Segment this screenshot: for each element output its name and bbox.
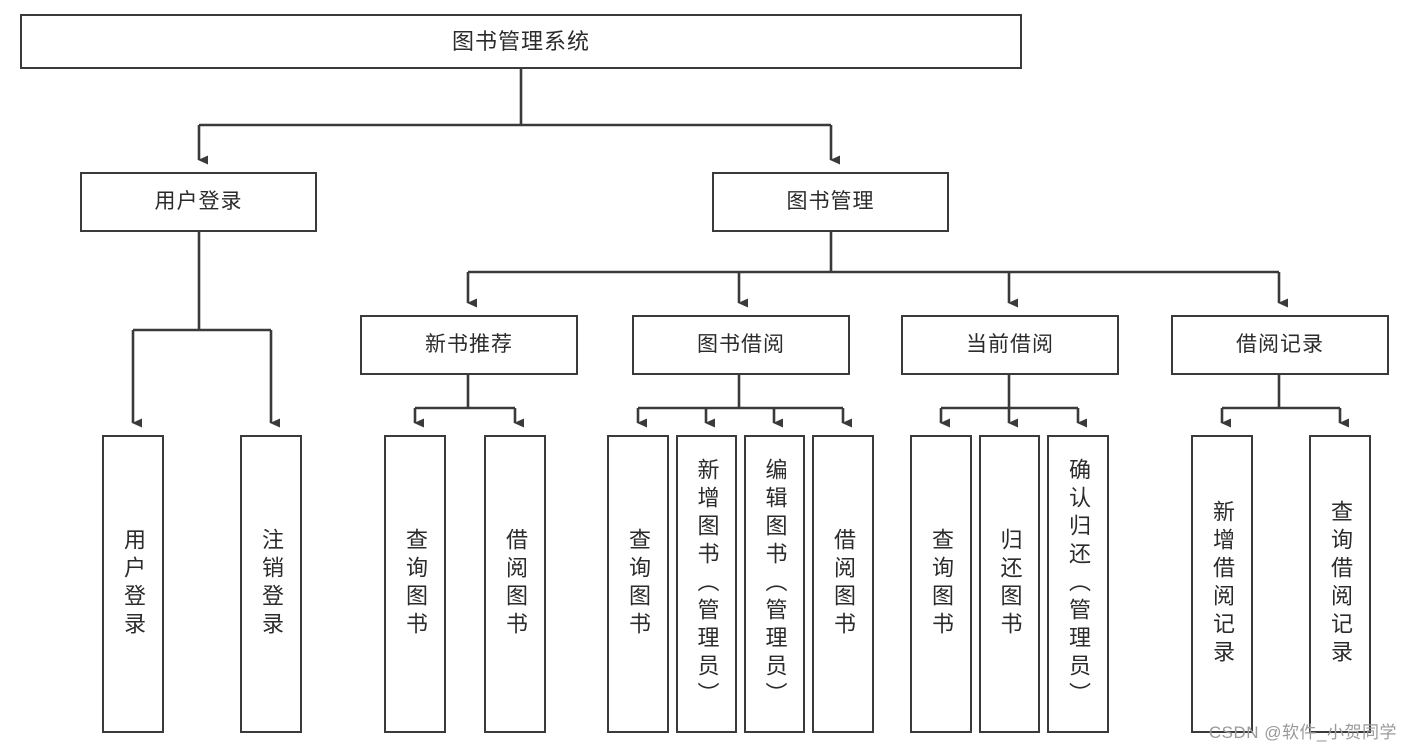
leaf-user-login[interactable]: 用户登录 [102, 435, 164, 733]
leaf-logout[interactable]: 注销登录 [240, 435, 302, 733]
node-root-label: 图书管理系统 [451, 28, 590, 54]
node-borrow-record[interactable]: 借阅记录 [1171, 315, 1389, 375]
leaf-confirm-return-admin[interactable]: 确认归还（管理员） [1047, 435, 1109, 733]
leaf-borrow-book-2[interactable]: 借阅图书 [812, 435, 874, 733]
node-current-borrow-label: 当前借阅 [966, 332, 1054, 356]
leaf-query-book-2-label: 查询图书 [626, 528, 651, 640]
leaf-borrow-book-1[interactable]: 借阅图书 [484, 435, 546, 733]
node-book-borrow[interactable]: 图书借阅 [632, 315, 850, 375]
node-book-management-label: 图书管理 [786, 189, 875, 213]
leaf-borrow-book-1-label: 借阅图书 [503, 528, 528, 640]
leaf-add-book-admin-label: 新增图书（管理员） [694, 458, 720, 710]
leaf-return-book[interactable]: 归还图书 [979, 435, 1040, 733]
csdn-watermark: CSDN @软件_小贺同学 [1208, 723, 1397, 742]
leaf-query-borrow-record-label: 查询借阅记录 [1328, 500, 1353, 668]
node-new-book-recommend-label: 新书推荐 [425, 332, 513, 356]
leaf-query-book-3[interactable]: 查询图书 [910, 435, 972, 733]
node-user-login-label: 用户登录 [154, 189, 243, 213]
node-book-borrow-label: 图书借阅 [697, 332, 785, 356]
leaf-edit-book-admin[interactable]: 编辑图书（管理员） [744, 435, 805, 733]
leaf-query-book-3-label: 查询图书 [929, 528, 954, 640]
leaf-logout-label: 注销登录 [259, 528, 284, 640]
node-book-management[interactable]: 图书管理 [712, 172, 949, 232]
leaf-add-borrow-record[interactable]: 新增借阅记录 [1191, 435, 1253, 733]
leaf-query-book-1[interactable]: 查询图书 [384, 435, 446, 733]
leaf-query-book-1-label: 查询图书 [403, 528, 428, 640]
leaf-query-book-2[interactable]: 查询图书 [607, 435, 669, 733]
leaf-add-book-admin[interactable]: 新增图书（管理员） [676, 435, 737, 733]
leaf-return-book-label: 归还图书 [997, 528, 1023, 640]
node-new-book-recommend[interactable]: 新书推荐 [360, 315, 578, 375]
leaf-query-borrow-record[interactable]: 查询借阅记录 [1309, 435, 1371, 733]
node-root[interactable]: 图书管理系统 [20, 14, 1022, 69]
node-user-login[interactable]: 用户登录 [80, 172, 317, 232]
leaf-confirm-return-admin-label: 确认归还（管理员） [1066, 458, 1091, 710]
leaf-edit-book-admin-label: 编辑图书（管理员） [762, 458, 788, 710]
leaf-add-borrow-record-label: 新增借阅记录 [1210, 500, 1235, 668]
leaf-user-login-label: 用户登录 [121, 528, 146, 640]
node-borrow-record-label: 借阅记录 [1236, 332, 1324, 356]
leaf-borrow-book-2-label: 借阅图书 [831, 528, 856, 640]
node-current-borrow[interactable]: 当前借阅 [901, 315, 1119, 375]
